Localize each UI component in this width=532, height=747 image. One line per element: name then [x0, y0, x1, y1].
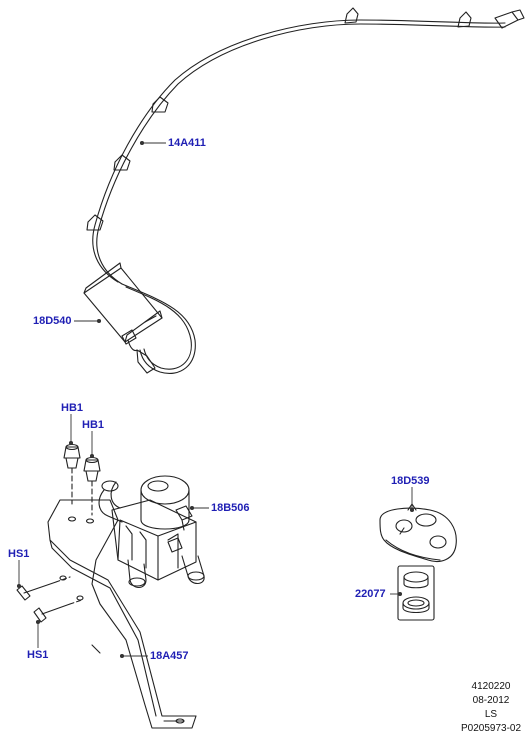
- ref-model: LS: [484, 709, 498, 720]
- callout-hs1-upper: HS1: [8, 548, 30, 560]
- callout-18A457: 18A457: [150, 650, 189, 662]
- battery-22077: [397, 565, 435, 621]
- ref-illustration-id: P0205973-02: [460, 723, 522, 734]
- module-18D540: [83, 262, 163, 352]
- valve-18B506: [98, 475, 205, 589]
- ref-date: 08-2012: [472, 695, 510, 706]
- callout-hb1-right: HB1: [82, 419, 105, 431]
- leader-lines: [16, 140, 415, 659]
- callout-22077: 22077: [355, 588, 386, 600]
- bracket-18A457: [47, 499, 197, 729]
- callout-14A411: 14A411: [168, 137, 206, 149]
- antenna-cable: [86, 7, 525, 374]
- ref-code: 4120220: [471, 681, 511, 692]
- callout-hb1-top: HB1: [61, 402, 84, 414]
- callout-18B506: 18B506: [211, 502, 250, 514]
- remote-18D539: [379, 503, 457, 563]
- bolt-hb1-left: [63, 443, 81, 505]
- screw-hs1-lower: [33, 599, 83, 623]
- callout-18D539: 18D539: [391, 475, 430, 487]
- callout-hs1-lower: HS1: [27, 649, 49, 661]
- bolt-hb1-right: [83, 456, 101, 516]
- callout-18D540: 18D540: [33, 315, 72, 327]
